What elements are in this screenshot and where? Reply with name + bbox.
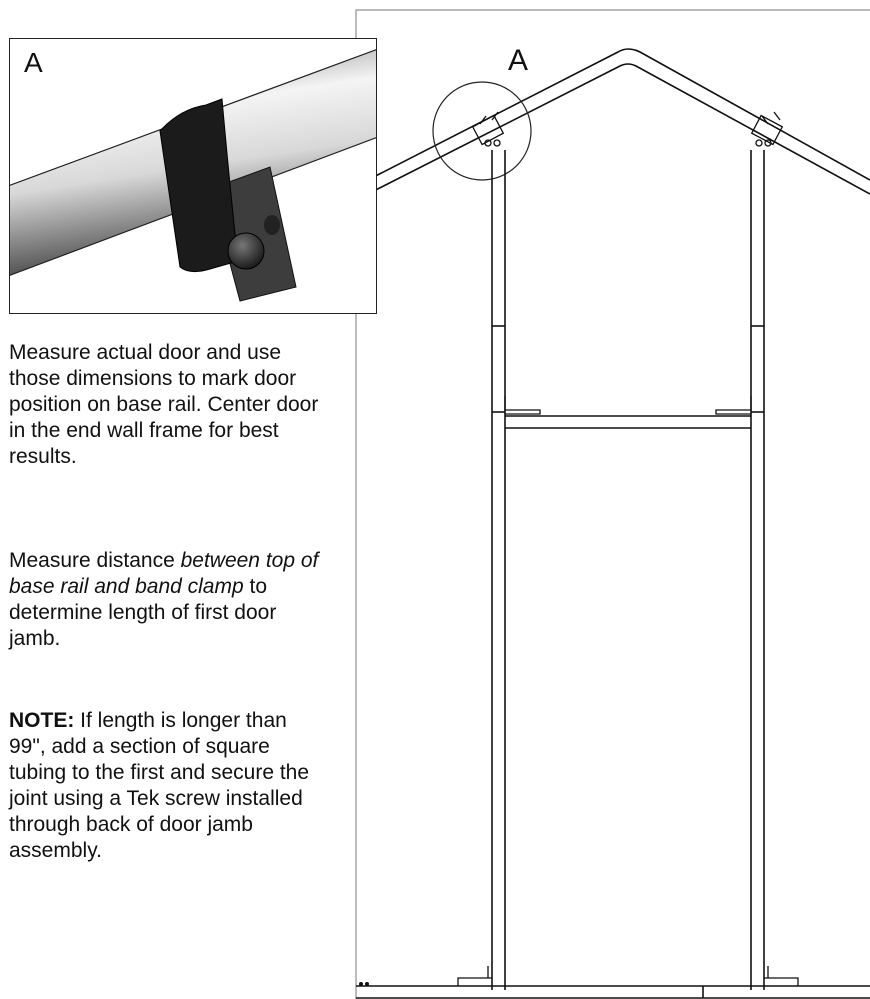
base-bracket-right [764, 966, 799, 986]
note-label: NOTE: [9, 709, 75, 732]
band-clamp-right [750, 111, 784, 147]
clamp-bolt [227, 232, 265, 270]
pipe-clamp-illustration [10, 49, 376, 302]
instruction-note: NOTE: If length is longer than 99", add … [9, 708, 329, 864]
corner-bolt-marks [359, 982, 369, 986]
base-bracket-left [457, 966, 492, 986]
detail-a-inset: A [9, 38, 377, 314]
instruction-measure-distance: Measure distance between top of base rai… [9, 548, 329, 652]
p2-end: to determine length of first door jamb. [9, 575, 277, 650]
header-bracket-right [715, 396, 752, 415]
header-bracket-left [504, 396, 541, 415]
frame-detail-label: A [508, 44, 529, 77]
base-rail [356, 985, 870, 999]
instruction-door-position: Measure actual door and use those dimens… [9, 341, 319, 468]
band-clamp-left [471, 111, 505, 147]
detail-callout-circle [432, 81, 532, 181]
drawing-border [355, 9, 870, 999]
door-jamb-right [750, 150, 765, 990]
note-text: If length is longer than 99", add a sect… [9, 709, 310, 862]
detail-label: A [24, 47, 43, 78]
p2-start: Measure distance [9, 549, 181, 572]
door-jamb-left [491, 150, 506, 990]
roof-rafter-left [355, 48, 870, 201]
p2-italic: between top of base rail and band clamp [9, 549, 319, 598]
door-header [505, 415, 751, 429]
